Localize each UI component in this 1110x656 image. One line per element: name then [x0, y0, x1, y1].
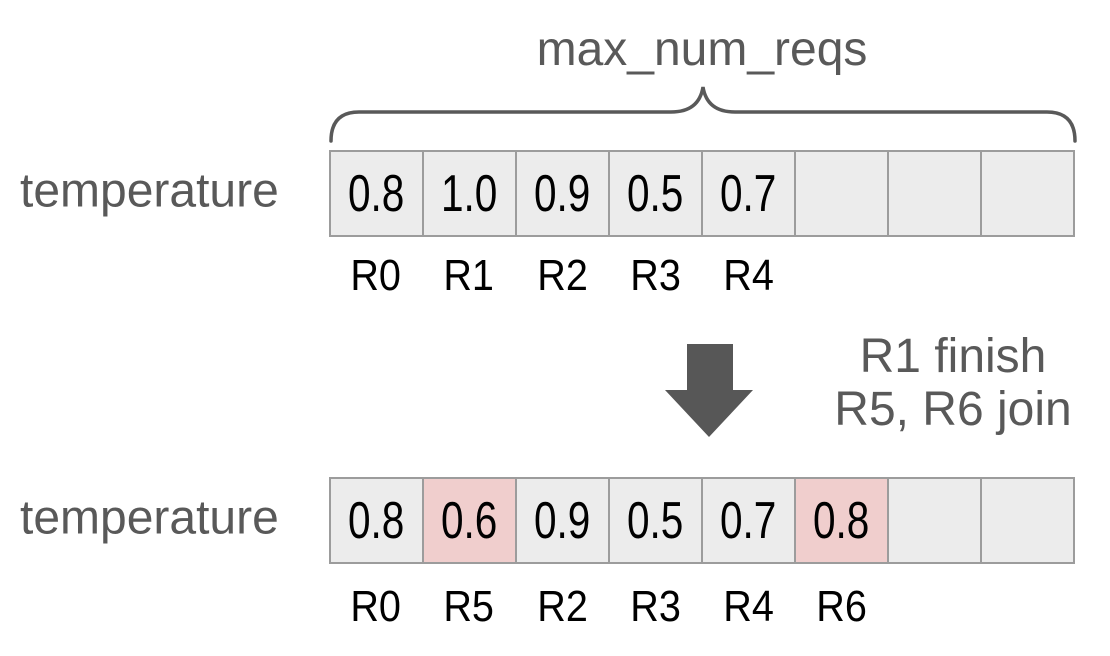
cell-value: 0.6: [441, 491, 498, 550]
array-cell: [982, 479, 1073, 562]
array-cell: [982, 152, 1073, 235]
request-label: R5: [443, 582, 495, 631]
transition-line-2: R5, R6 join: [834, 383, 1072, 436]
temperature-array-top: 0.8 1.0 0.9 0.5 0.7: [329, 150, 1075, 237]
temperature-label-top: temperature: [20, 164, 279, 218]
cell-value: 0.8: [813, 491, 870, 550]
cell-value: 0.9: [534, 164, 591, 223]
request-label: R0: [350, 582, 401, 631]
request-label: R4: [723, 582, 774, 631]
array-cell: [889, 479, 982, 562]
request-labels-bottom: R0 R5 R2 R3 R4 R6: [329, 582, 1075, 631]
cell-value: 0.8: [348, 491, 405, 550]
cell-value: 0.8: [348, 164, 405, 223]
array-cell: 0.5: [610, 479, 703, 562]
request-label: R3: [630, 582, 681, 631]
cell-value: 0.7: [720, 491, 777, 550]
cell-value: 0.5: [627, 491, 684, 550]
array-cell: [889, 152, 982, 235]
request-label: R2: [536, 582, 588, 631]
request-label: R1: [443, 251, 495, 300]
array-cell: 1.0: [424, 152, 517, 235]
request-label: R6: [816, 582, 868, 631]
cell-value: 0.9: [534, 491, 591, 550]
array-cell: 0.9: [517, 152, 610, 235]
array-cell: 0.5: [610, 152, 703, 235]
request-label: R4: [723, 251, 774, 300]
request-label: [893, 253, 977, 299]
temperature-array-bottom: 0.8 0.6 0.9 0.5 0.7 0.8: [329, 477, 1075, 564]
transition-note: R1 finish R5, R6 join: [834, 330, 1071, 436]
request-label: R0: [350, 251, 401, 300]
down-arrow-icon: [665, 344, 753, 437]
request-label: R2: [536, 251, 588, 300]
array-cell-highlighted: 0.6: [424, 479, 517, 562]
request-label: [800, 253, 884, 299]
request-label: [893, 584, 977, 630]
array-cell: 0.8: [331, 479, 424, 562]
request-label: [986, 253, 1070, 299]
request-label: [986, 584, 1070, 630]
cell-value: 0.7: [720, 164, 777, 223]
array-cell: 0.8: [331, 152, 424, 235]
array-cell-highlighted: 0.8: [796, 479, 889, 562]
max-num-reqs-label: max_num_reqs: [536, 23, 868, 76]
array-cell: 0.7: [703, 479, 796, 562]
array-cell: [796, 152, 889, 235]
array-cell: 0.7: [703, 152, 796, 235]
array-cell: 0.9: [517, 479, 610, 562]
temperature-label-bottom: temperature: [20, 491, 279, 545]
transition-line-1: R1 finish: [859, 330, 1047, 383]
request-labels-top: R0 R1 R2 R3 R4: [329, 251, 1075, 300]
cell-value: 1.0: [441, 164, 498, 223]
request-label: R3: [630, 251, 681, 300]
cell-value: 0.5: [627, 164, 684, 223]
